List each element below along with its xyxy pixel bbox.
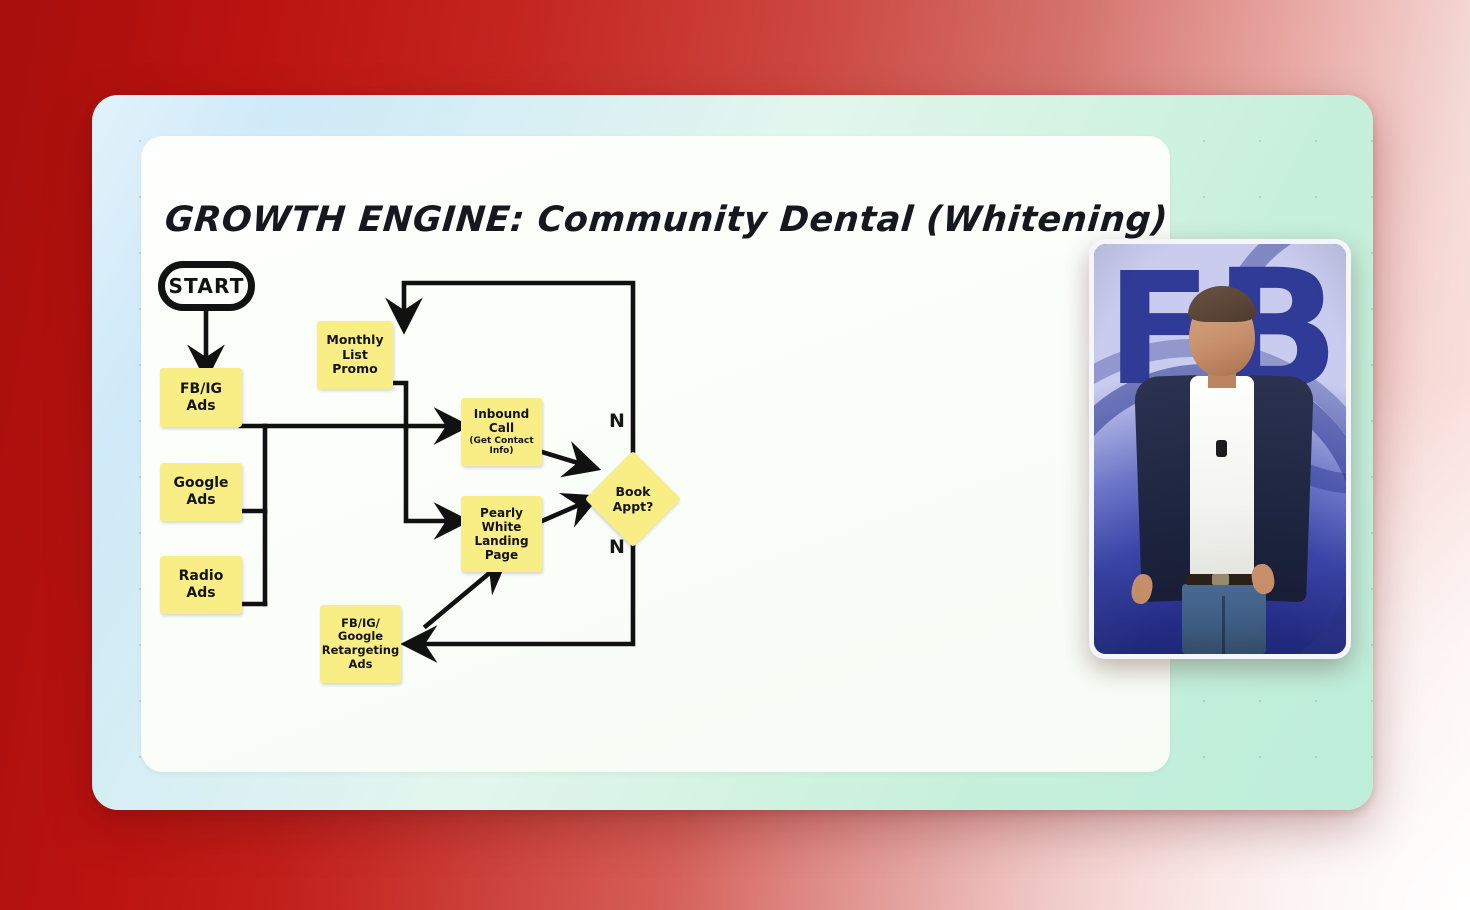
edge-label-no-bottom: N — [609, 536, 625, 558]
flow-decision-book-appt[interactable] — [584, 450, 682, 548]
flow-node-pearly-white-line-1: Pearly — [480, 505, 523, 520]
flow-node-monthly-list-promo[interactable]: Monthly List Promo — [317, 321, 393, 389]
speaker-belt-buckle — [1212, 574, 1229, 585]
flow-node-monthly-list-promo-line-2: List — [342, 346, 368, 362]
edge-label-no-top: N — [609, 410, 625, 432]
flow-node-fbig-ads[interactable]: FB/IG Ads — [160, 368, 242, 427]
speaker-shirt — [1190, 376, 1254, 591]
flow-node-pearly-white-line-4: Page — [484, 548, 519, 563]
flow-node-retargeting-ads-line-4: Ads — [348, 656, 373, 671]
flow-node-start-label: START — [168, 274, 245, 298]
flow-node-retargeting-ads[interactable]: FB/IG/ Google Retargeting Ads — [320, 605, 401, 683]
speaker-lapel-mic — [1216, 440, 1227, 457]
flow-node-monthly-list-promo-line-3: Promo — [332, 361, 378, 377]
whiteboard-panel: GROWTH ENGINE: Community Dental (Whiteni… — [141, 136, 1170, 772]
wire-retargeting-to-landing — [422, 557, 509, 630]
video-vignette — [1094, 244, 1346, 654]
growth-engine-flowchart: START FB/IG Ads Google Ads Radio Ads Mon… — [141, 136, 1170, 772]
flow-node-retargeting-ads-line-2: Google — [337, 629, 384, 644]
flow-node-fbig-ads-line-1: FB/IG — [179, 380, 223, 397]
flow-node-inbound-call-sub-2: Info) — [489, 446, 514, 457]
flow-node-inbound-call[interactable]: Inbound Call (Get Contact Info) — [461, 398, 542, 466]
flow-node-pearly-white-landing-page[interactable]: Pearly White Landing Page — [461, 496, 542, 572]
flowchart-connectors — [187, 280, 636, 663]
flow-node-retargeting-ads-line-1: FB/IG/ — [341, 615, 380, 630]
flow-node-radio-ads-line-2: Ads — [186, 585, 216, 601]
flow-node-retargeting-ads-line-3: Retargeting — [321, 643, 400, 657]
flow-node-start[interactable]: START — [158, 261, 255, 311]
flow-node-inbound-call-line-2: Call — [488, 421, 515, 436]
flow-node-radio-ads[interactable]: Radio Ads — [160, 556, 242, 614]
flow-node-pearly-white-line-2: White — [481, 519, 522, 534]
flow-node-monthly-list-promo-line-1: Monthly — [326, 331, 384, 347]
wire-monthly-to-spine — [377, 380, 409, 431]
speaker-video-frame: F B — [1094, 244, 1346, 654]
flow-node-inbound-call-line-1: Inbound — [473, 407, 530, 422]
flow-node-google-ads[interactable]: Google Ads — [160, 463, 242, 521]
flow-node-radio-ads-line-1: Radio — [178, 568, 224, 585]
flow-node-pearly-white-line-3: Landing — [474, 534, 529, 548]
speaker-jeans-seam — [1222, 596, 1225, 654]
flow-node-fbig-ads-line-2: Ads — [186, 397, 216, 414]
wire-spine-to-landing — [403, 423, 471, 540]
flow-node-google-ads-line-1: Google — [173, 475, 229, 492]
speaker-video-overlay[interactable]: F B — [1089, 239, 1351, 659]
flow-node-inbound-call-sub-1: (Get Contact — [469, 435, 534, 446]
flow-node-google-ads-line-2: Ads — [186, 492, 216, 508]
